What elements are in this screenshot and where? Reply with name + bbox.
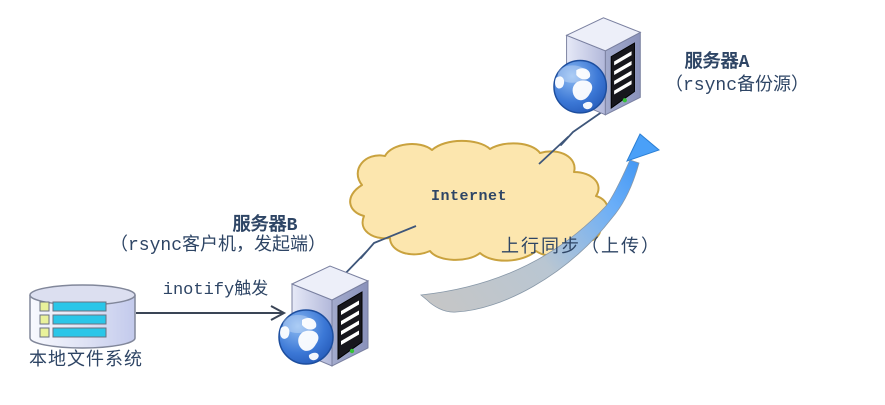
local-filesystem-label: 本地文件系统 (29, 351, 143, 371)
uplink-sync-label: 上行同步（上传） (501, 238, 661, 258)
uplink-swoosh-arrow (420, 133, 660, 313)
file-list-rows (39, 301, 107, 338)
server-b-icon (278, 265, 369, 367)
server-a-title: 服务器A (684, 53, 750, 73)
link-internet-servera (538, 106, 610, 165)
server-b-title: 服务器B (232, 216, 298, 236)
inotify-trigger-label: inotify触发 (162, 281, 269, 300)
link-serverb-internet (339, 225, 417, 280)
uplink-arrowhead (626, 133, 660, 162)
server-a-icon (553, 17, 642, 116)
server-b-subtitle: （rsync客户机，发起端） (110, 236, 327, 256)
database-icon (29, 284, 136, 349)
server-a-subtitle: （rsync备份源） (664, 76, 809, 96)
internet-label: Internet (430, 188, 507, 205)
inotify-arrow (136, 305, 287, 321)
